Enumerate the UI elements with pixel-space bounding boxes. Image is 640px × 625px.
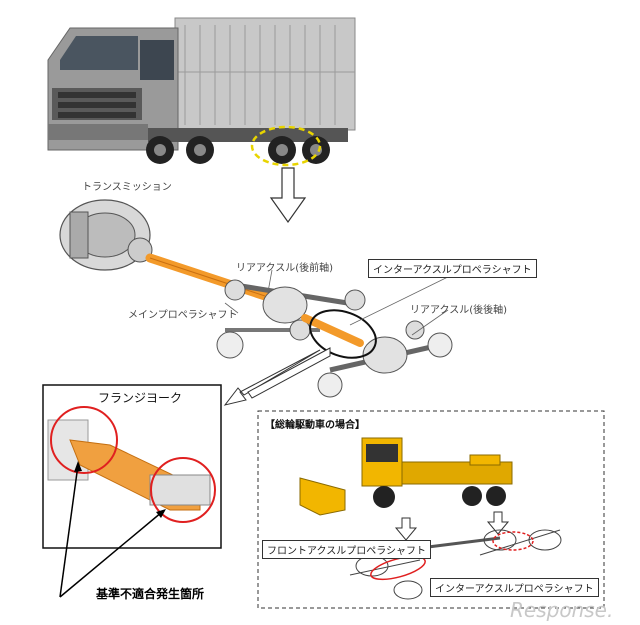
label-nonconformity: 基準不適合発生箇所 (96, 585, 204, 602)
down-arrow-icon (271, 168, 305, 222)
label-awd-case: 【総輪駆動車の場合】 (265, 416, 365, 431)
label-inter-axle-shaft-bottom: インターアクスルプロペラシャフト (430, 578, 599, 597)
snowplow-truck-illustration (300, 438, 512, 515)
label-rear-axle-rear: リアアクスル(後後軸) (410, 301, 507, 316)
label-front-axle-shaft: フロントアクスルプロペラシャフト (262, 540, 431, 559)
drivetrain-illustration (60, 200, 452, 397)
label-flange-yoke: フランジヨーク (98, 389, 182, 406)
small-arrow-icon (396, 518, 416, 540)
label-inter-axle-shaft-top: インターアクスルプロペラシャフト (368, 259, 537, 278)
watermark-logo: Response. (510, 598, 613, 622)
diagonal-arrow-icon (225, 350, 320, 405)
label-rear-axle-front: リアアクスル(後前軸) (236, 259, 333, 274)
label-transmission: トランスミッション (82, 178, 172, 193)
label-main-shaft: メインプロペラシャフト (128, 306, 238, 321)
truck-illustration (48, 18, 355, 164)
